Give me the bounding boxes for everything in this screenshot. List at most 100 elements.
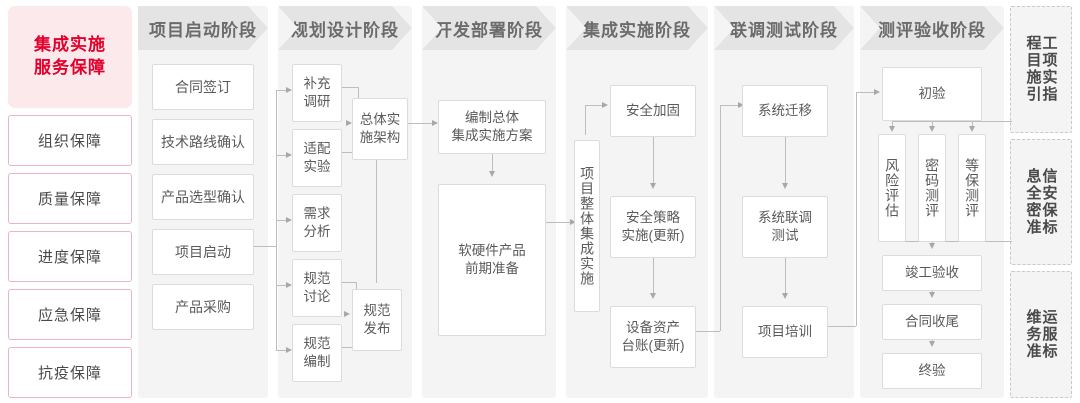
- connector-spec-discuss-right: [342, 282, 356, 283]
- standard-infosec-confidentiality[interactable]: 息全密准 信安保标: [1010, 138, 1072, 266]
- connector-bus-to-requirement: [276, 220, 288, 221]
- connector-architecture-to-plan: [408, 123, 436, 124]
- arrow-to-integration-icon: [570, 218, 576, 225]
- node-device-asset-ledger[interactable]: 设备资产 台账(更新): [610, 306, 696, 368]
- connector-spec-draft-right: [342, 347, 356, 348]
- node-tech-route-confirm[interactable]: 技术路线确认: [152, 119, 254, 165]
- node-risk-assessment[interactable]: 风险评估: [878, 134, 906, 242]
- node-security-hardening[interactable]: 安全加固: [610, 85, 696, 137]
- standard-infosec-confidentiality-col-left: 信安保标: [1040, 168, 1058, 236]
- connector-kickoff-out: [254, 246, 276, 247]
- connector-bus-to-spec-discuss: [276, 285, 288, 286]
- node-initial-acceptance[interactable]: 初验: [882, 67, 982, 121]
- connector-bus-to-survey: [276, 90, 288, 91]
- phase-column-integration: 集成实施阶段 项目整体集成实施 安全加固 安全策略 实施(更新) 设备资产 台账…: [566, 6, 708, 398]
- phase-header-startup: 项目启动阶段: [138, 6, 268, 50]
- arrow-to-requirement-icon: [286, 216, 292, 223]
- node-supplementary-survey[interactable]: 补充 调研: [292, 64, 342, 122]
- node-overall-project-integration[interactable]: 项目整体集成实施: [574, 140, 600, 312]
- node-project-training[interactable]: 项目培训: [742, 306, 828, 358]
- node-contract-closure[interactable]: 合同收尾: [882, 304, 982, 340]
- arrow-to-preparation-icon: [488, 171, 495, 177]
- connector-bus-to-spec-draft: [276, 350, 288, 351]
- node-project-kickoff[interactable]: 项目启动: [152, 229, 254, 275]
- connector-fanout-bar: [892, 121, 1012, 122]
- standard-ops-service-col-left: 运服标: [1040, 309, 1058, 361]
- arrow-to-migration-icon: [738, 101, 744, 108]
- arrow-to-closure-icon: [928, 292, 935, 298]
- guarantee-item-epidemic[interactable]: 抗疫保障: [8, 347, 132, 398]
- arrow-to-spec-draft-icon: [286, 346, 292, 353]
- arrow-to-spec-release-icon: [344, 310, 350, 317]
- node-spec-release[interactable]: 规范 发布: [352, 289, 402, 351]
- standard-engineering-guideline-col-right: 程目施引: [1024, 35, 1042, 104]
- node-product-procurement[interactable]: 产品采购: [152, 284, 254, 330]
- node-completion-acceptance[interactable]: 竣工验收: [882, 255, 982, 291]
- connector-migration-to-jointtest: [785, 131, 786, 183]
- connector-fanout-left: [892, 121, 893, 127]
- arrow-to-training-icon: [781, 293, 788, 299]
- guarantee-item-emergency[interactable]: 应急保障: [8, 289, 132, 340]
- phase-header-integration: 集成实施阶段: [566, 6, 708, 50]
- arrow-to-risk-icon: [888, 126, 895, 132]
- arrow-to-adapt-icon: [286, 151, 292, 158]
- phase-header-planning: 规划设计阶段: [278, 6, 412, 50]
- arrow-to-crypto-icon: [928, 126, 935, 132]
- arrow-to-initial-acceptance-icon: [874, 88, 880, 95]
- connector-ledger-riser: [720, 105, 721, 331]
- node-cryptography-evaluation[interactable]: 密码测评: [918, 134, 946, 242]
- guarantee-item-quality[interactable]: 质量保障: [8, 173, 132, 224]
- connector-policy-to-ledger: [653, 252, 654, 294]
- node-mlps-evaluation[interactable]: 等保测评: [958, 134, 986, 242]
- arrow-to-hardening-icon: [602, 101, 608, 108]
- guarantee-item-schedule[interactable]: 进度保障: [8, 231, 132, 282]
- connector-survey-right: [342, 87, 358, 88]
- brand-title-line1: 集成实施: [34, 35, 106, 55]
- node-security-policy-implementation[interactable]: 安全策略 实施(更新): [610, 196, 696, 258]
- guarantee-item-organization[interactable]: 组织保障: [8, 115, 132, 166]
- node-system-joint-test[interactable]: 系统联调 测试: [742, 196, 828, 258]
- standard-engineering-guideline-col-left: 工项实指: [1040, 35, 1058, 104]
- connector-fanout-right: [972, 121, 973, 127]
- connector-integration-up: [585, 105, 586, 135]
- connector-ledger-right: [696, 331, 720, 332]
- node-product-selection-confirm[interactable]: 产品选型确认: [152, 174, 254, 220]
- arrow-to-architecture-icon: [346, 119, 352, 126]
- node-spec-drafting[interactable]: 规范 编制: [292, 324, 342, 382]
- node-overall-implementation-architecture[interactable]: 总体实 施架构: [352, 98, 408, 160]
- connector-jointtest-to-training: [785, 252, 786, 294]
- node-system-migration[interactable]: 系统迁移: [742, 85, 828, 137]
- node-requirement-analysis[interactable]: 需求 分析: [292, 194, 342, 252]
- arrow-to-jointtest-icon: [781, 183, 788, 189]
- node-adaptation-experiment[interactable]: 适配 实验: [292, 129, 342, 187]
- brand-title-line2: 服务保障: [34, 58, 106, 77]
- arrow-to-spec-discuss-icon: [286, 281, 292, 288]
- connector-to-migration: [720, 105, 740, 106]
- phase-column-jointtest: 联调测试阶段 系统迁移 系统联调 测试 项目培训: [714, 6, 854, 398]
- node-spec-discussion[interactable]: 规范 讨论: [292, 259, 342, 317]
- node-draft-overall-integration-plan[interactable]: 编制总体 集成实施方案: [438, 100, 546, 154]
- connector-bus-to-adapt: [276, 155, 288, 156]
- connector-fanin-bar: [892, 241, 1012, 242]
- node-final-acceptance[interactable]: 终验: [882, 353, 982, 389]
- arrow-to-policy-icon: [649, 183, 656, 189]
- arrow-to-plan-icon: [432, 119, 438, 126]
- connector-fanout-mid: [932, 121, 933, 127]
- arrow-to-survey-icon: [286, 86, 292, 93]
- connector-training-riser: [856, 92, 857, 326]
- phase-column-develop: 开发部署阶段 编制总体 集成实施方案 软硬件产品 前期准备: [422, 6, 556, 398]
- connector-hardening-to-policy: [653, 131, 654, 183]
- node-contract-signing[interactable]: 合同签订: [152, 64, 254, 110]
- connector-integration-to-hardening: [585, 105, 604, 106]
- phase-column-startup: 项目启动阶段 合同签订 技术路线确认 产品选型确认 项目启动 产品采购: [138, 6, 268, 398]
- phase-column-acceptance: 测评验收阶段 初验 风险评估 密码测评 等保测评 竣工验收 合同收尾 终验: [860, 6, 1004, 398]
- connector-spec-release-up: [376, 160, 377, 283]
- brand-title: 集成实施 服务保障: [8, 6, 132, 108]
- node-hw-sw-product-preparation[interactable]: 软硬件产品 前期准备: [438, 184, 546, 336]
- connector-training-right: [828, 326, 856, 327]
- phase-header-acceptance: 测评验收阶段: [860, 6, 1004, 50]
- arrow-to-completion-icon: [928, 243, 935, 249]
- standard-ops-service[interactable]: 维务准 运服标: [1010, 271, 1072, 399]
- standard-engineering-guideline[interactable]: 程目施引 工项实指: [1010, 6, 1072, 133]
